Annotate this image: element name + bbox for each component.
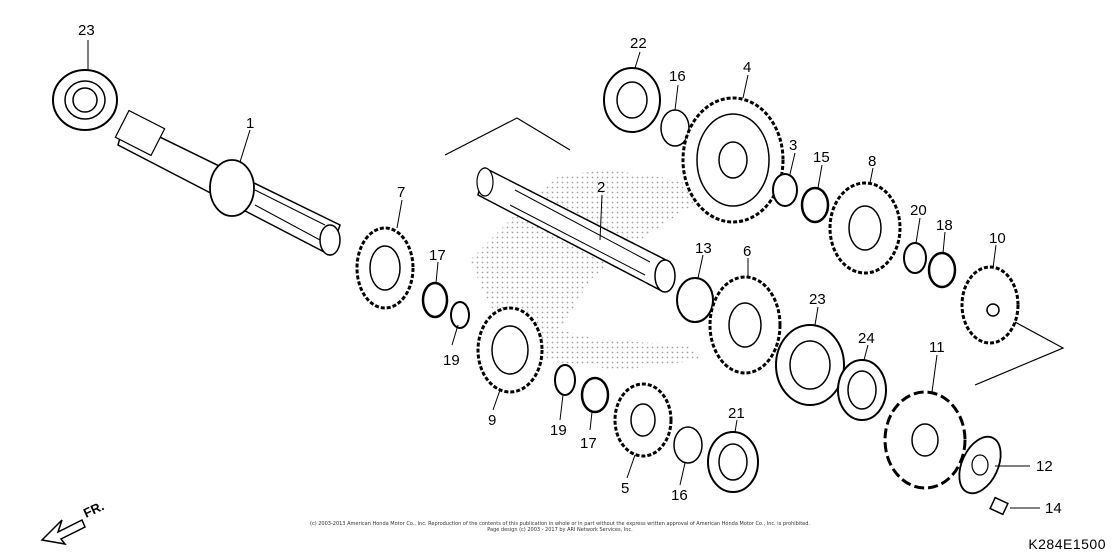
callout-21: 21: [728, 405, 745, 422]
callout-labels: 23 1 7 17 19 9 19 17 5 16 21 2 13 6 22 1…: [78, 22, 1062, 517]
callout-19-lower: 19: [550, 422, 567, 439]
callout-17: 17: [429, 247, 446, 264]
callout-22: 22: [630, 35, 647, 52]
callout-23: 23: [78, 22, 95, 39]
part-21-bearing[interactable]: [707, 431, 759, 493]
copyright-line-1: (c) 2003-2013 American Honda Motor Co., …: [310, 521, 810, 527]
callout-4: 4: [743, 59, 751, 76]
part-17-washer-lower[interactable]: [580, 376, 610, 414]
part-12-fixing-plate[interactable]: [951, 430, 1009, 500]
callout-15: 15: [813, 149, 830, 166]
fr-label: FR.: [81, 498, 106, 520]
part-8-gear[interactable]: [828, 181, 902, 275]
part-9-gear[interactable]: [476, 306, 544, 394]
callout-11: 11: [929, 339, 945, 356]
callout-16-upper: 16: [669, 68, 686, 85]
callout-2: 2: [597, 179, 605, 196]
callout-7: 7: [397, 184, 405, 201]
callout-24: 24: [858, 330, 875, 347]
part-14-bolt[interactable]: [989, 496, 1009, 516]
callout-18: 18: [936, 217, 953, 234]
copyright-notice: (c) 2003-2013 American Honda Motor Co., …: [300, 521, 820, 533]
front-direction-arrow: FR.: [40, 498, 106, 546]
callout-3: 3: [789, 137, 797, 154]
section-bracket-left: [444, 117, 571, 156]
callout-6: 6: [743, 243, 751, 260]
part-6-gear[interactable]: [708, 275, 782, 375]
part-2-countershaft[interactable]: [476, 166, 676, 293]
callout-20: 20: [910, 202, 927, 219]
callout-14: 14: [1045, 500, 1062, 517]
part-17-washer[interactable]: [421, 281, 449, 319]
leader-lines: [87, 40, 1040, 509]
part-18-washer[interactable]: [927, 251, 957, 289]
callout-5: 5: [621, 480, 629, 497]
part-20-circlip[interactable]: [903, 242, 927, 274]
part-16-washer-lower[interactable]: [673, 426, 703, 464]
callout-10: 10: [989, 230, 1006, 247]
part-5-gear[interactable]: [613, 382, 673, 458]
section-bracket-right: [974, 321, 1065, 386]
part-4-gear[interactable]: [681, 96, 785, 224]
callout-23-lower: 23: [809, 291, 826, 308]
callout-13: 13: [695, 240, 712, 257]
part-23-bearing-lower[interactable]: [775, 324, 845, 406]
part-7-gear[interactable]: [355, 226, 415, 310]
part-19-circlip[interactable]: [450, 301, 470, 329]
part-13-collar[interactable]: [676, 277, 714, 323]
part-15-washer[interactable]: [800, 186, 830, 224]
part-19-circlip-lower[interactable]: [554, 364, 576, 396]
callout-12: 12: [1036, 458, 1053, 475]
part-24-oil-seal[interactable]: [837, 359, 887, 421]
callout-1: 1: [246, 115, 254, 132]
callout-16-lower: 16: [671, 487, 688, 504]
callout-17-lower: 17: [580, 435, 597, 452]
diagram-code: K284E1500: [1028, 536, 1106, 552]
copyright-line-2: Page design (c) 2003 - 2017 by ARI Netwo…: [487, 527, 633, 533]
part-22-bearing[interactable]: [603, 67, 661, 133]
part-10-gear[interactable]: [960, 265, 1020, 345]
part-1-mainshaft[interactable]: [114, 109, 341, 257]
callout-19: 19: [443, 352, 460, 369]
part-11-drive-sprocket[interactable]: [883, 390, 967, 490]
part-23-bearing[interactable]: [52, 69, 118, 131]
part-3-bushing[interactable]: [772, 173, 798, 207]
callout-9: 9: [488, 412, 496, 429]
callout-8: 8: [868, 153, 876, 170]
